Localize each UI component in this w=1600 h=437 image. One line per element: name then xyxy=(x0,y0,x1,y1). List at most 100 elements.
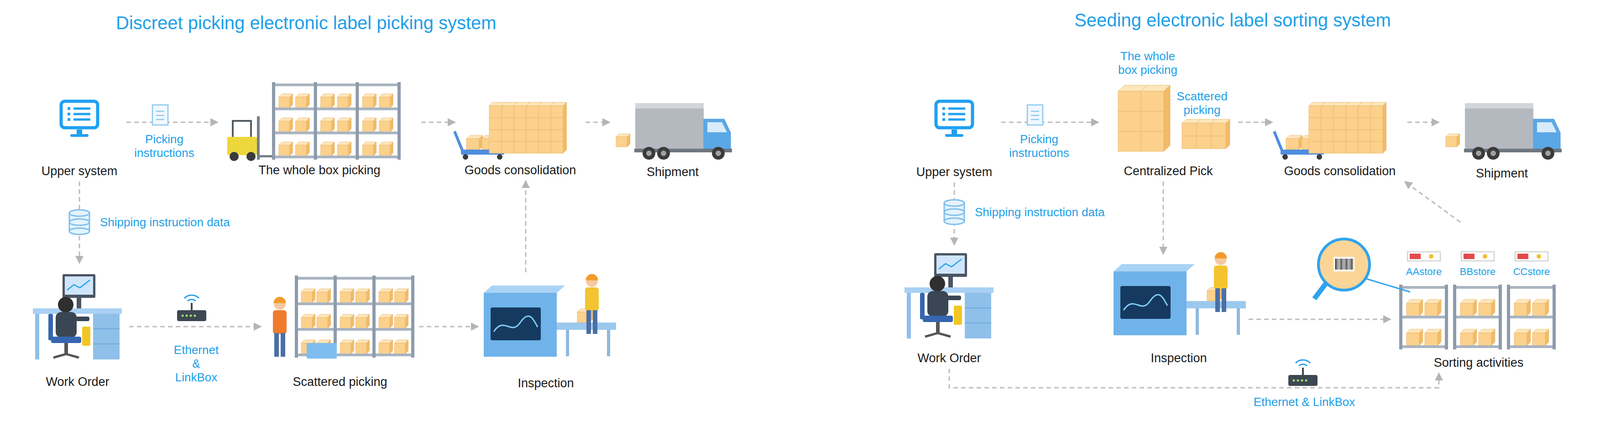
pallet-jack xyxy=(462,154,469,160)
storage-rack xyxy=(295,302,415,306)
sorting-shelf xyxy=(1491,329,1496,346)
box-stack xyxy=(526,117,539,130)
storage-rack xyxy=(289,141,293,157)
computer-icon xyxy=(948,118,966,121)
desk-operator xyxy=(964,307,992,309)
storage-rack xyxy=(320,121,332,133)
linkbox-router xyxy=(1288,375,1318,387)
box-stack xyxy=(1211,135,1226,149)
store-label: AAstore xyxy=(1404,265,1444,278)
sorting-shelf xyxy=(1507,345,1556,349)
edge-label: Ethernet & LinkBox xyxy=(1251,395,1358,410)
truck xyxy=(1537,122,1557,133)
truck xyxy=(1475,150,1482,157)
storage-rack xyxy=(301,292,313,304)
flow-step: Work Order xyxy=(899,246,1000,368)
storage-rack xyxy=(327,288,331,304)
linkbox-router xyxy=(185,314,189,318)
sorting-shelf xyxy=(1514,303,1527,317)
truck xyxy=(711,146,725,160)
sorting-shelf xyxy=(1478,333,1492,346)
sorting-shelf xyxy=(1460,333,1474,346)
inspection-machine xyxy=(493,316,538,332)
barcode-scan xyxy=(1333,256,1355,272)
flow-arrow xyxy=(126,121,218,124)
desk-operator xyxy=(948,277,953,288)
storage-rack xyxy=(316,292,328,304)
computer-icon xyxy=(935,101,973,137)
storage-rack xyxy=(313,82,318,160)
box-stack xyxy=(1321,129,1334,142)
inspection-machine xyxy=(1113,264,1246,336)
storage-rack xyxy=(379,121,391,133)
linkbox-router xyxy=(1296,379,1300,382)
box-stack xyxy=(1225,119,1230,136)
storage-rack xyxy=(355,317,367,329)
barcode-scan xyxy=(1342,258,1344,270)
sorting-shelf xyxy=(1506,284,1511,350)
box-stack xyxy=(1345,105,1359,118)
box-stack xyxy=(1308,117,1322,130)
storage-rack xyxy=(294,275,299,358)
box-stack xyxy=(1370,129,1383,142)
storage-rack xyxy=(331,94,335,109)
computer-icon xyxy=(951,129,957,135)
flow-step: Sorting activities xyxy=(1391,223,1566,372)
linkbox-router xyxy=(1305,379,1308,382)
step-caption: Goods consolidation xyxy=(464,163,577,178)
linkbox-router xyxy=(1301,379,1304,382)
sorting-shelf xyxy=(1491,299,1496,317)
pallet-jack xyxy=(454,131,463,152)
storage-rack xyxy=(289,118,293,133)
desk-operator xyxy=(934,253,968,278)
desk-operator xyxy=(93,328,120,330)
desk-operator xyxy=(93,313,120,360)
sorting-shelf xyxy=(1399,345,1449,349)
edge-label: Picking instructions xyxy=(132,132,197,161)
storage-rack xyxy=(272,131,401,135)
truck xyxy=(1545,150,1551,157)
label-tag xyxy=(1515,251,1548,262)
sorting-shelf xyxy=(1399,284,1556,350)
storage-rack xyxy=(366,288,370,304)
desk-operator xyxy=(82,326,91,346)
sorting-shelf xyxy=(1424,303,1438,317)
box-stack xyxy=(1333,141,1346,154)
computer-icon xyxy=(942,112,946,116)
step-caption: Sorting activities xyxy=(1433,355,1524,371)
storage-rack xyxy=(289,94,293,109)
box-stack xyxy=(1308,141,1322,154)
linkbox-router xyxy=(193,314,197,318)
step-caption: Centralized Pick xyxy=(1123,164,1213,179)
flow-arrow xyxy=(129,326,262,328)
storage-rack xyxy=(295,97,307,109)
sorting-shelf xyxy=(1473,329,1477,346)
truck xyxy=(635,103,704,149)
storage-rack xyxy=(278,145,290,157)
document-icon xyxy=(1030,110,1040,113)
desk-operator xyxy=(55,312,77,338)
desk-operator xyxy=(925,333,951,337)
desk-operator xyxy=(904,253,994,339)
desk-operator xyxy=(929,276,946,292)
linkbox-router xyxy=(184,295,199,299)
computer-icon xyxy=(948,107,966,110)
barcode-scan xyxy=(1318,239,1370,291)
storage-rack xyxy=(394,343,406,355)
barcode-scan xyxy=(1352,258,1354,270)
flow-arrow xyxy=(1404,181,1461,223)
truck xyxy=(660,150,667,157)
desk-operator xyxy=(53,354,79,358)
inspection-machine xyxy=(1113,271,1187,336)
forklift xyxy=(229,151,239,162)
box-stack xyxy=(1118,111,1141,132)
storage-rack xyxy=(295,121,307,133)
storage-rack xyxy=(389,288,393,304)
storage-rack xyxy=(295,328,415,331)
edge-label: Shipping instruction data xyxy=(98,215,232,231)
box-stack xyxy=(550,129,564,142)
sorting-shelf xyxy=(1507,315,1556,319)
sorting-shelf xyxy=(1424,333,1438,346)
label-tag xyxy=(1482,254,1488,259)
box-stack xyxy=(1370,141,1383,154)
